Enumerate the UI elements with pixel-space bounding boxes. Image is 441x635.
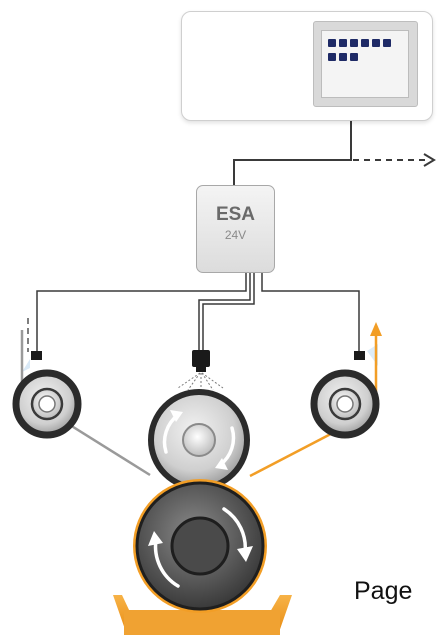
esa-control-unit: ESA 24V xyxy=(196,185,275,273)
page-label: Page xyxy=(354,577,412,606)
applicator-roller xyxy=(133,479,267,613)
center-roller xyxy=(151,392,247,488)
esa-label: ESA xyxy=(197,204,274,226)
right-guide-roller xyxy=(314,373,376,435)
monitor-icon xyxy=(313,21,418,107)
sensor-cables xyxy=(37,273,359,351)
screen-widgets-row xyxy=(328,53,358,61)
dashed-arrow-icon xyxy=(353,154,434,166)
esa-voltage: 24V xyxy=(197,228,274,242)
left-sensor xyxy=(22,318,42,372)
nozzle-icon xyxy=(178,350,223,392)
screen-widgets-row xyxy=(328,39,391,47)
right-sensor xyxy=(354,344,378,366)
network-cable xyxy=(234,121,351,185)
left-guide-roller xyxy=(16,373,78,435)
touchscreen xyxy=(321,30,409,98)
